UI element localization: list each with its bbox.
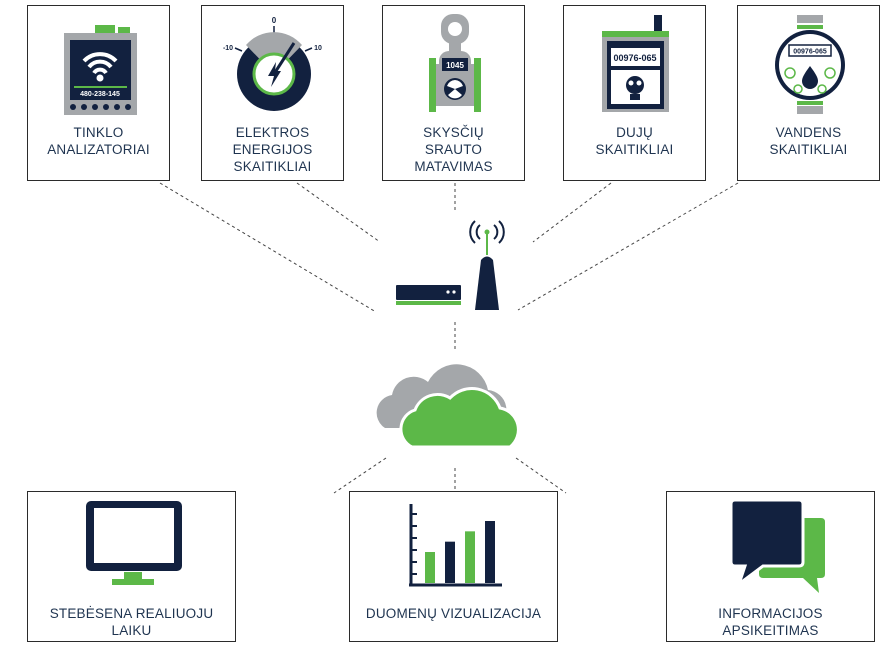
elektros-label-line2: ENERGIJOS bbox=[232, 142, 313, 157]
card-skysciu-srauto-matavimas: 1045 SKYSČIŲ SRAUTO MATAVIMAS bbox=[382, 5, 525, 181]
flow-readout: 1045 bbox=[446, 61, 464, 70]
chart-bar-4 bbox=[485, 521, 495, 583]
dial-min-label: -10 bbox=[223, 45, 233, 52]
link-cloud-informacijos bbox=[515, 457, 567, 494]
elektros-label-line1: ELEKTROS bbox=[235, 125, 310, 140]
tinklo-label-line2: ANALIZATORIAI bbox=[47, 142, 150, 157]
gas-readout: 00976-065 bbox=[613, 53, 656, 63]
link-elektros bbox=[296, 182, 381, 243]
elektros-label-line3: SKAITIKLIAI bbox=[233, 159, 312, 174]
card-duju-skaitikliai: 00976-065 DUJŲ SKAITIKLIAI bbox=[563, 5, 706, 181]
informacijos-label-line2: APSIKEITIMAS bbox=[722, 623, 819, 638]
chart-bar-3 bbox=[465, 531, 475, 583]
network-analyzer-icon: 480-238-145 bbox=[64, 25, 137, 115]
tinklo-readout: 480-238-145 bbox=[80, 91, 120, 98]
card-elektros-energijos-skaitikliai: 0 -10 10 ELEKTROS ENERGIJOS SKAITIKLIAI bbox=[201, 5, 344, 181]
link-tinklo bbox=[159, 182, 377, 313]
skysciu-label-line3: MATAVIMAS bbox=[414, 159, 493, 174]
chart-bar-1 bbox=[425, 552, 435, 583]
duomenu-label-line1: DUOMENŲ VIZUALIZACIJA bbox=[365, 606, 542, 621]
water-meter-icon: 00976-065 bbox=[775, 15, 845, 114]
skysciu-label-line1: SKYSČIŲ bbox=[423, 125, 484, 140]
tinklo-label-line1: TINKLO bbox=[73, 125, 124, 140]
skysciu-label-line2: SRAUTO bbox=[424, 142, 483, 157]
link-cloud-stebesena bbox=[333, 457, 387, 494]
gateway-router-icon bbox=[396, 220, 505, 310]
water-readout: 00976-065 bbox=[793, 49, 827, 56]
duju-label-line1: DUJŲ bbox=[616, 125, 653, 140]
card-tinklo-analizatoriai: 480-238-145 TINKLO ANALIZATORIAI bbox=[27, 5, 170, 181]
stebesena-label-line2: LAIKU bbox=[111, 623, 152, 638]
chart-bar-2 bbox=[445, 541, 455, 583]
monitor-icon bbox=[86, 501, 182, 585]
card-vandens-skaitikliai: 00976-065 VANDENS SKAITIKLIAI bbox=[737, 5, 880, 181]
link-vandens bbox=[517, 182, 739, 311]
energy-meter-icon: 0 -10 10 bbox=[223, 16, 322, 111]
card-duomenu-vizualizacija: DUOMENŲ VIZUALIZACIJA bbox=[349, 491, 558, 642]
dial-zero-label: 0 bbox=[272, 16, 277, 25]
dial-max-label: 10 bbox=[314, 45, 322, 52]
gas-meter-icon: 00976-065 bbox=[602, 15, 669, 112]
vandens-label-line2: SKAITIKLIAI bbox=[769, 142, 848, 157]
card-informacijos-apsikeitimas: INFORMACIJOS APSIKEITIMAS bbox=[666, 491, 875, 642]
stebesena-label-line1: STEBĖSENA REALIUOJU bbox=[49, 606, 214, 621]
chat-bubbles-icon bbox=[729, 498, 825, 593]
bar-chart-icon bbox=[409, 504, 502, 587]
flow-meter-icon: 1045 bbox=[429, 14, 481, 112]
informacijos-label-line1: INFORMACIJOS bbox=[718, 606, 823, 621]
vandens-label-line1: VANDENS bbox=[775, 125, 842, 140]
card-stebesena-realiuoju-laiku: STEBĖSENA REALIUOJU LAIKU bbox=[27, 491, 236, 642]
link-duju bbox=[532, 182, 612, 243]
cloud-icon bbox=[376, 364, 520, 449]
duju-label-line2: SKAITIKLIAI bbox=[595, 142, 674, 157]
